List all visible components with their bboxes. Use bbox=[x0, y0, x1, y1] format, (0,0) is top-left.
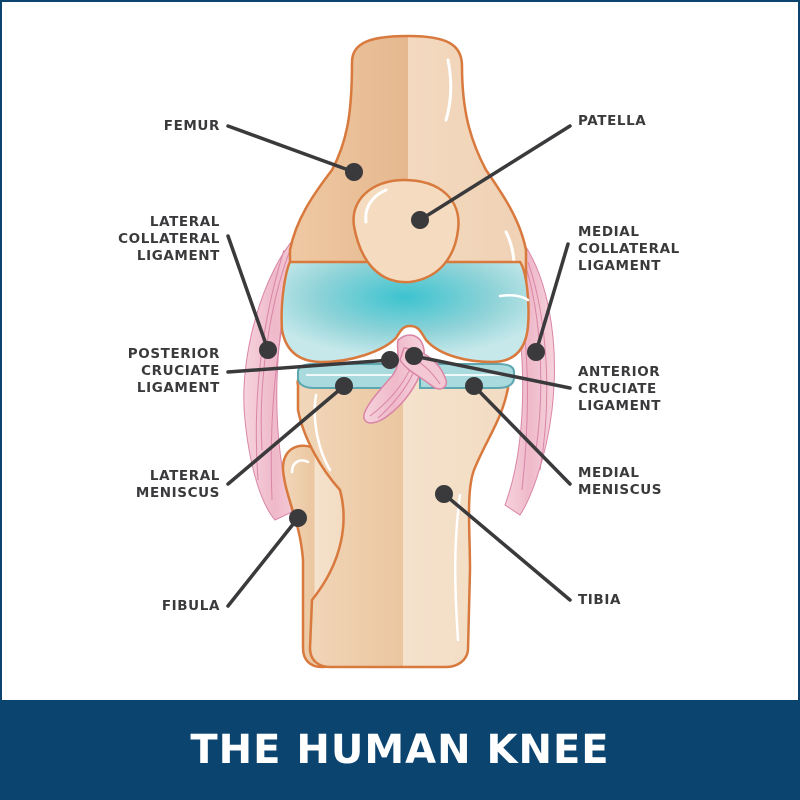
tibia-dot bbox=[435, 485, 453, 503]
posterior-cruciate-dot bbox=[381, 351, 399, 369]
medial-collateral-dot bbox=[527, 343, 545, 361]
patella-leader bbox=[418, 124, 572, 222]
label-line: MENISCUS bbox=[135, 485, 220, 501]
medial-meniscus-leader bbox=[472, 384, 572, 486]
patella-bone bbox=[352, 178, 460, 284]
page-title: THE HUMAN KNEE bbox=[190, 727, 610, 773]
label-medial-collateral-ligament: MEDIAL COLLATERAL LIGAMENT bbox=[578, 224, 680, 275]
label-line: LIGAMENT bbox=[578, 398, 662, 414]
label-patella-line: PATELLA bbox=[578, 113, 647, 129]
label-lateral-collateral-ligament: LATERAL COLLATERAL LIGAMENT bbox=[118, 214, 220, 265]
label-femur-line: FEMUR bbox=[163, 118, 220, 134]
label-lateral-meniscus: LATERAL MENISCUS bbox=[136, 468, 220, 502]
medial-meniscus-dot bbox=[465, 377, 483, 395]
lateral-collateral-leader bbox=[226, 234, 270, 352]
femur-dot bbox=[345, 163, 363, 181]
patella-dot bbox=[411, 211, 429, 229]
label-line: POSTERIOR bbox=[127, 346, 220, 362]
leader-dots bbox=[259, 163, 545, 527]
posterior-cruciate-leader bbox=[226, 358, 392, 374]
medial-collateral-leader bbox=[534, 242, 570, 354]
tibia-leader bbox=[442, 492, 572, 602]
leader-lines bbox=[226, 124, 572, 608]
label-posterior-cruciate-ligament: POSTERIOR CRUCIATE LIGAMENT bbox=[128, 346, 220, 397]
label-line: MENISCUS bbox=[578, 482, 663, 498]
label-line: COLLATERAL bbox=[578, 241, 680, 257]
label-tibia: TIBIA bbox=[578, 592, 621, 609]
femoral-cartilage bbox=[280, 260, 530, 364]
label-line: LATERAL bbox=[149, 468, 220, 484]
label-line: CRUCIATE bbox=[141, 363, 220, 379]
label-line: LATERAL bbox=[149, 214, 220, 230]
title-banner: THE HUMAN KNEE bbox=[0, 700, 800, 800]
label-patella: PATELLA bbox=[578, 113, 646, 130]
label-line: LIGAMENT bbox=[136, 380, 220, 396]
anterior-cruciate-dot bbox=[405, 347, 423, 365]
anterior-cruciate-leader bbox=[412, 354, 572, 390]
label-anterior-cruciate-ligament: ANTERIOR CRUCIATE LIGAMENT bbox=[578, 364, 661, 415]
fibula-leader bbox=[226, 516, 300, 608]
label-line: LIGAMENT bbox=[578, 258, 662, 274]
femur-leader bbox=[226, 124, 356, 174]
label-medial-meniscus: MEDIAL MENISCUS bbox=[578, 465, 662, 499]
label-line: MEDIAL bbox=[578, 224, 640, 240]
lateral-meniscus-dot bbox=[335, 377, 353, 395]
knee-illustration bbox=[226, 34, 572, 669]
label-fibula: FIBULA bbox=[162, 598, 220, 615]
label-line: ANTERIOR bbox=[578, 364, 661, 380]
label-femur: FEMUR bbox=[164, 118, 220, 135]
label-line: LIGAMENT bbox=[136, 248, 220, 264]
fibula-dot bbox=[289, 509, 307, 527]
label-line: CRUCIATE bbox=[578, 381, 657, 397]
label-line: MEDIAL bbox=[578, 465, 640, 481]
label-line: COLLATERAL bbox=[118, 231, 220, 247]
femur-bone bbox=[288, 34, 528, 302]
lateral-collateral-dot bbox=[259, 341, 277, 359]
tibia-bone bbox=[296, 372, 510, 669]
label-fibula-line: FIBULA bbox=[161, 598, 220, 614]
label-tibia-line: TIBIA bbox=[578, 592, 621, 608]
lateral-meniscus-leader bbox=[226, 384, 346, 486]
